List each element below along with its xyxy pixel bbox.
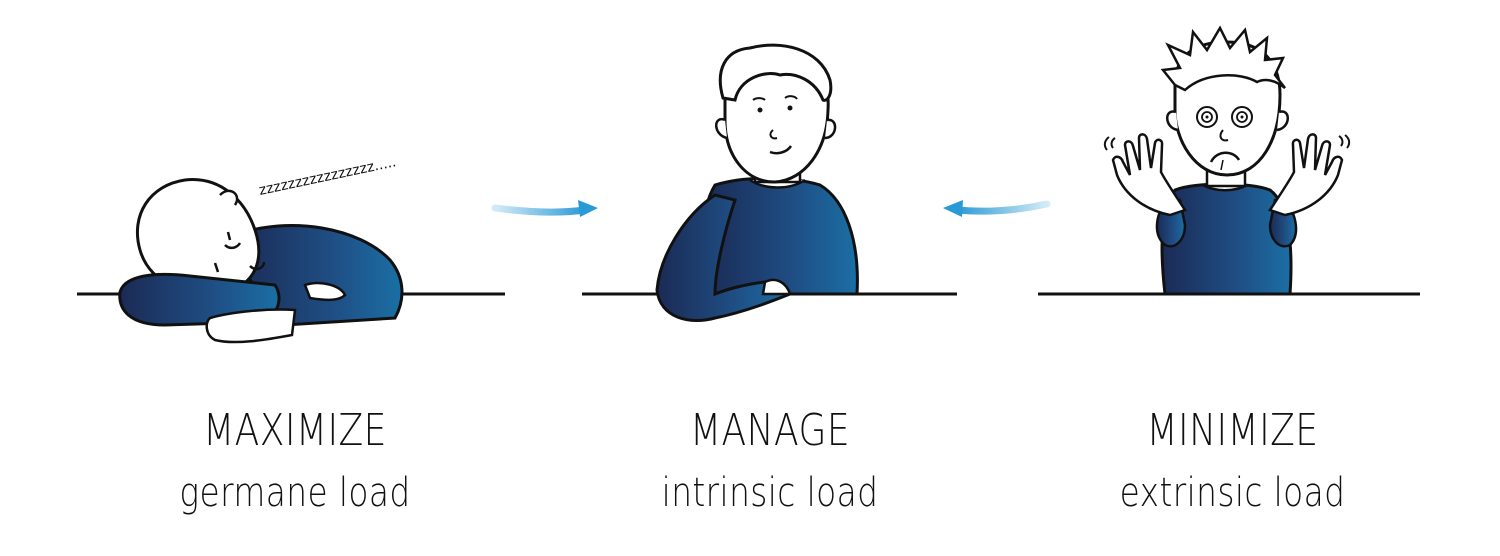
panel-subtitle: intrinsic load (661, 470, 879, 516)
overwhelmed-person-icon (1038, 25, 1420, 296)
panel-title: MANAGE (689, 405, 851, 456)
arrow-right-icon (491, 200, 598, 217)
panel-title: MAXIMIZE (203, 405, 387, 456)
arrow-left-icon (943, 200, 1051, 217)
panel-manage: MANAGE intrinsic load (575, 0, 965, 556)
panel-maximize: zzzzzzzzzzzzzzzz..... MAXIMIZE germane l… (60, 0, 530, 556)
panel-title: MINIMIZE (1146, 405, 1319, 456)
sleeping-person-icon: zzzzzzzzzzzzzzzz..... (77, 154, 505, 344)
panel-minimize: MINIMIZE extrinsic load (1035, 0, 1430, 556)
panel-subtitle: germane load (179, 470, 411, 516)
sleep-zzz: zzzzzzzzzzzzzzzz..... (258, 154, 398, 199)
panel-subtitle: extrinsic load (1119, 470, 1346, 516)
content-person-icon (582, 43, 957, 322)
